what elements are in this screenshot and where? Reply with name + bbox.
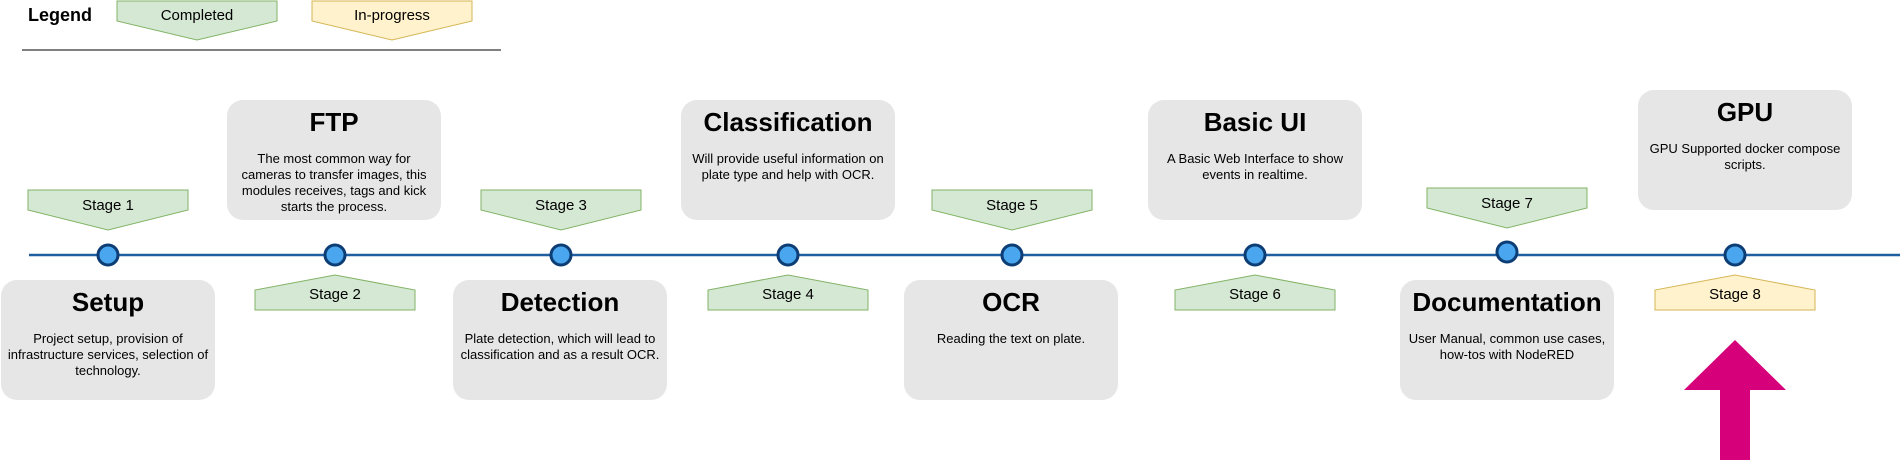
stage-3-label-shape <box>480 189 642 231</box>
stage-6-description: A Basic Web Interface to show events in … <box>1166 151 1344 182</box>
legend-title: Legend <box>28 5 93 25</box>
stage-8-title: GPU <box>1716 97 1774 127</box>
stage-5-card: OCR Reading the text on plate. <box>904 280 1118 400</box>
stage-7-label-shape <box>1426 187 1588 229</box>
stage-1-label: Stage 1 <box>82 197 134 214</box>
stage-1-description: Project setup, provision of infrastructu… <box>7 331 209 378</box>
stage-6-label-shape <box>1174 274 1336 311</box>
stage-4-node <box>776 243 800 267</box>
stage-2-title: FTP <box>309 107 359 137</box>
stage-8-label: Stage 8 <box>1709 286 1761 303</box>
stage-1-card: Setup Project setup, provision of infras… <box>1 280 215 400</box>
stage-4-description: Will provide useful information on plate… <box>692 151 884 182</box>
stage-2-description: The most common way for cameras to trans… <box>241 151 427 214</box>
stage-6-title: Basic UI <box>1203 107 1307 137</box>
stage-7-node <box>1495 240 1519 264</box>
stage-4-card: Classification Will provide useful infor… <box>681 100 895 220</box>
stage-5-node <box>1000 243 1024 267</box>
legend-inprogress-shape <box>311 0 473 41</box>
stage-4-label: Stage 4 <box>762 286 814 303</box>
stage-3-card: Detection Plate detection, which will le… <box>453 280 667 400</box>
stage-3-title: Detection <box>500 287 620 317</box>
stage-5-label: Stage 5 <box>986 197 1038 214</box>
stage-6-label: Stage 6 <box>1229 286 1281 303</box>
stage-7-title: Documentation <box>1412 287 1602 317</box>
legend-completed-shape <box>116 0 278 41</box>
stage-8-card: GPU GPU Supported docker compose scripts… <box>1638 90 1852 210</box>
stage-5-label-shape <box>931 189 1093 231</box>
stage-3-description: Plate detection, which will lead to clas… <box>460 331 660 362</box>
stage-1-label-shape <box>27 189 189 231</box>
stage-7-card: Documentation User Manual, common use ca… <box>1400 280 1614 400</box>
stage-8-label-shape <box>1654 274 1816 311</box>
stage-1-node <box>96 243 120 267</box>
stage-7-description: User Manual, common use cases, how-tos w… <box>1408 331 1606 362</box>
stage-5-description: Reading the text on plate. <box>936 331 1086 346</box>
stage-2-card: FTP The most common way for cameras to t… <box>227 100 441 220</box>
stage-4-label-shape <box>707 274 869 311</box>
stage-3-label: Stage 3 <box>535 197 587 214</box>
legend-completed-label: Completed <box>160 7 234 24</box>
legend-inprogress-label: In-progress <box>354 7 430 24</box>
stage-2-node <box>323 243 347 267</box>
stage-3-node <box>549 243 573 267</box>
stage-4-title: Classification <box>703 107 873 137</box>
stage-5-title: OCR <box>982 287 1040 317</box>
stage-6-card: Basic UI A Basic Web Interface to show e… <box>1148 100 1362 220</box>
stage-1-title: Setup <box>71 287 145 317</box>
stage-8-description: GPU Supported docker compose scripts. <box>1649 141 1841 172</box>
stage-8-node <box>1723 243 1747 267</box>
stage-2-label-shape <box>254 274 416 311</box>
stage-7-label: Stage 7 <box>1481 195 1533 212</box>
up-arrow-icon <box>1684 340 1786 460</box>
stage-6-node <box>1243 243 1267 267</box>
stage-2-label: Stage 2 <box>309 286 361 303</box>
